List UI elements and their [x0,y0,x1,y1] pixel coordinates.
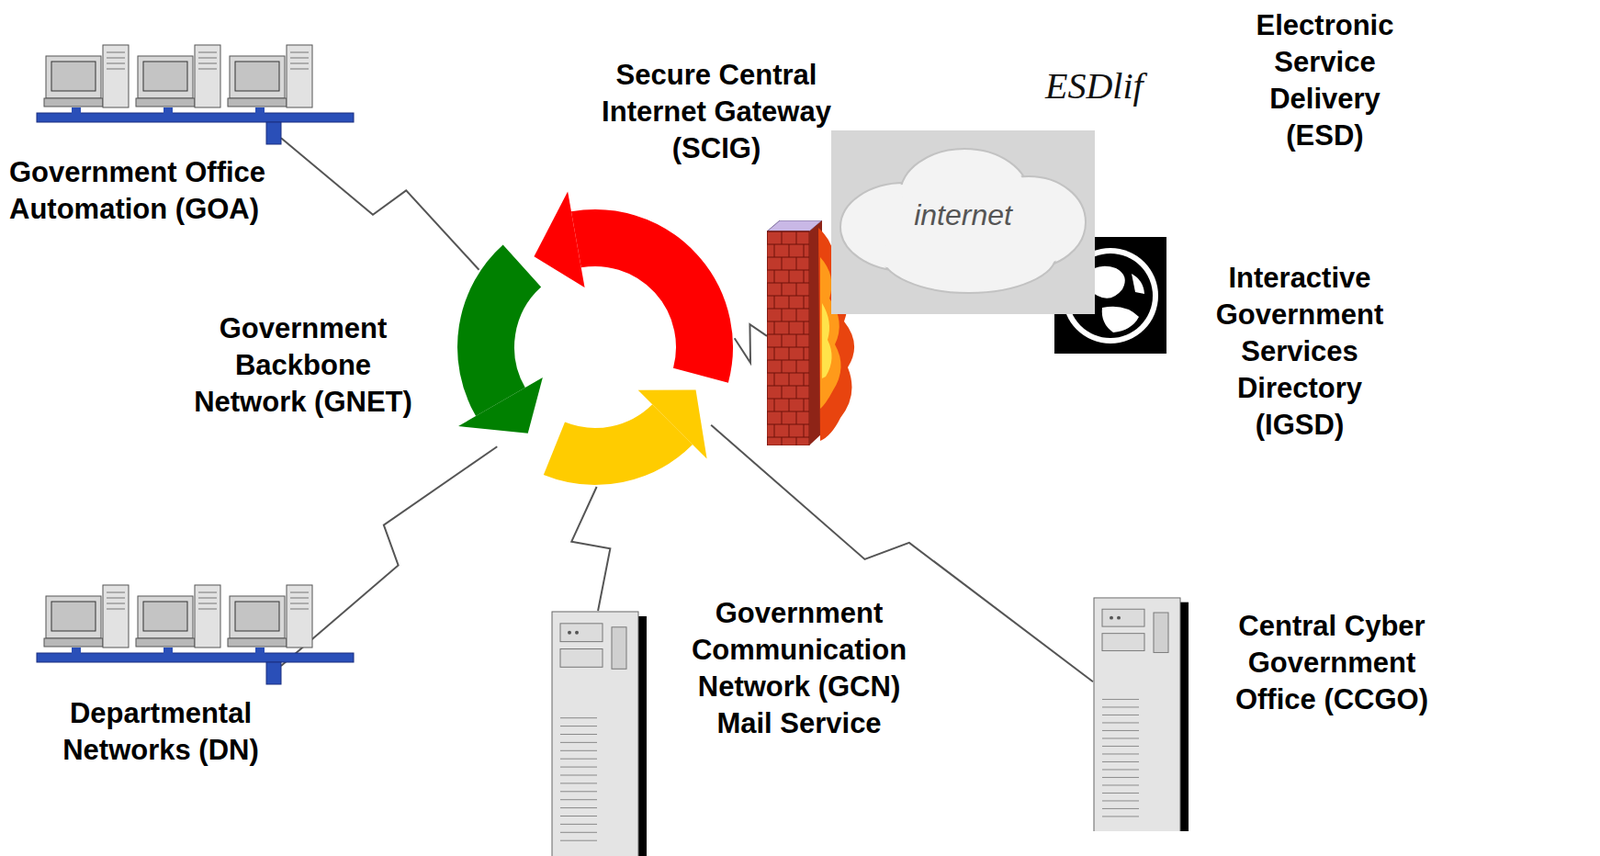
network-tap [266,122,282,145]
logo-text: ESDlif [1045,64,1144,108]
lightning-link [281,137,479,270]
backbone-node: Government Backbone Network (GNET) [174,202,741,493]
network-node: Government Office Automation (GOA) [4,41,409,232]
gateway-node: Secure Central Internet Gateway (SCIG) [578,50,868,451]
ring-area [455,207,735,487]
cloud-label: internet [831,196,1095,234]
server-icon [1092,597,1190,832]
lightning-link [281,446,497,666]
ring-arrowhead [533,191,585,288]
ring-arrowhead [638,389,708,459]
service-node: Electronic Service Delivery (ESD) [1226,4,1424,158]
ring-arrow [485,266,522,403]
link-line [281,446,497,666]
node-label: Government Backbone Network (GNET) [179,310,428,421]
network-tap [266,662,282,685]
node-label: Departmental Networks (DN) [32,695,290,769]
lightning-link [734,324,767,363]
lightning-link [571,486,610,611]
computer-network-icon [32,41,400,147]
node-label: Secure Central Internet Gateway (SCIG) [583,56,850,168]
computer-network-icon [32,581,400,688]
node-label: Electronic Service Delivery (ESD) [1230,7,1420,155]
server-icon [551,610,648,856]
server-node: Government Communication Network (GCN) M… [546,592,928,856]
node-label: Interactive Government Services Director… [1194,259,1406,444]
link-line [571,486,610,611]
service-node: Interactive Government Services Director… [1189,257,1410,452]
ring-arrowhead [458,377,543,434]
link-line [281,137,479,270]
node-label: Government Office Automation (GOA) [9,154,405,228]
backbone-ring [458,191,708,460]
ring-arrow [575,237,705,376]
ring-arrow [553,424,673,457]
server-node: Central Cyber Government Office (CCGO) [1088,592,1470,832]
node-label: Government Communication Network (GCN) M… [679,595,919,743]
node-label: Central Cyber Government Office (CCGO) [1221,608,1443,719]
link-line [734,324,767,363]
cloud-node: internet [831,130,1099,315]
network-node: Departmental Networks (DN) [27,578,405,783]
